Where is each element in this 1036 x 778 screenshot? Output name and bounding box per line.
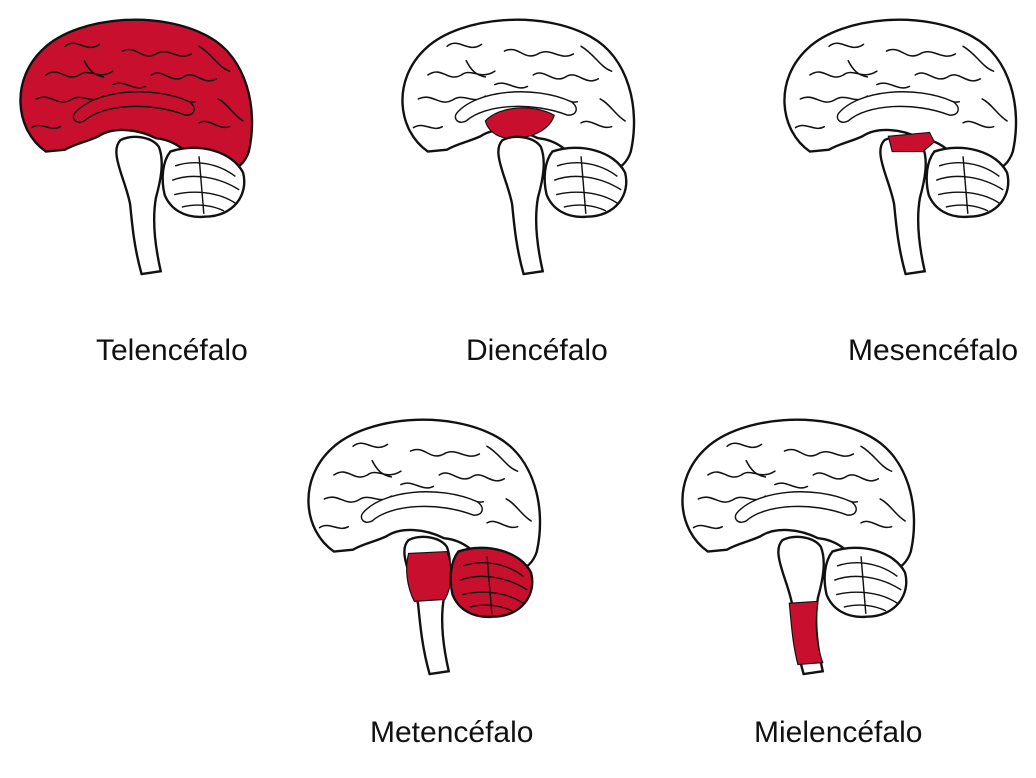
label-diencephalon: Diencéfalo <box>466 336 608 366</box>
brain-panel-metencephalon <box>290 408 552 676</box>
label-myelencephalon: Mielencéfalo <box>754 718 922 748</box>
label-metencephalon: Metencéfalo <box>370 718 533 748</box>
brain-sagittal-metencephalon-highlight-icon <box>290 408 552 676</box>
brain-panel-myelencephalon <box>664 408 926 676</box>
label-telencephalon: Telencéfalo <box>96 336 248 366</box>
label-mesencephalon: Mesencéfalo <box>848 336 1018 366</box>
brain-panel-diencephalon <box>384 8 646 276</box>
brain-sagittal-mesencephalon-highlight-icon <box>766 8 1028 276</box>
brain-sagittal-telencephalon-highlight-icon <box>2 8 264 276</box>
brain-sagittal-diencephalon-highlight-icon <box>384 8 646 276</box>
brain-sagittal-myelencephalon-highlight-icon <box>664 408 926 676</box>
brain-panel-telencephalon <box>2 8 264 276</box>
brain-panel-mesencephalon <box>766 8 1028 276</box>
